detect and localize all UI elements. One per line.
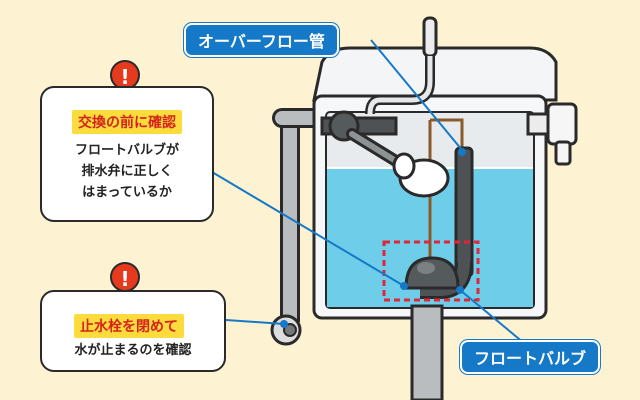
callout-title: 交換の前に確認	[72, 110, 182, 134]
drain-pipe	[410, 304, 444, 400]
overflow-leader	[370, 39, 463, 151]
callout-line: フロートバルブが	[74, 143, 179, 158]
callout-line: 排水弁に正しく	[81, 164, 173, 179]
callout-check-before-replace: 交換の前に確認 フロートバルブが 排水弁に正しく はまっているか	[40, 86, 214, 222]
label-overflow-pipe: オーバーフロー管	[184, 23, 339, 57]
float-valve-highlight	[382, 240, 480, 302]
callout-line: はまっているか	[82, 185, 172, 200]
callout-close-stop-valve: 止水栓を閉めて 水が止まるのを確認	[40, 290, 226, 372]
callout-text: 水が止まるのを確認	[42, 340, 224, 361]
float-valve-shape	[404, 256, 460, 290]
callout-text: フロートバルブが 排水弁に正しく はまっているか	[42, 140, 212, 203]
flush-lever	[546, 102, 578, 146]
overflow-pipe	[454, 146, 474, 278]
label-float-valve: フロートバルブ	[460, 340, 601, 374]
callout2-leader	[225, 319, 285, 325]
exclamation-icon: !	[110, 262, 140, 292]
callout-title: 止水栓を閉めて	[74, 314, 184, 338]
callout1-leader	[211, 171, 405, 287]
float-leader	[459, 289, 531, 349]
callout-line: 水が止まるのを確認	[74, 343, 192, 358]
